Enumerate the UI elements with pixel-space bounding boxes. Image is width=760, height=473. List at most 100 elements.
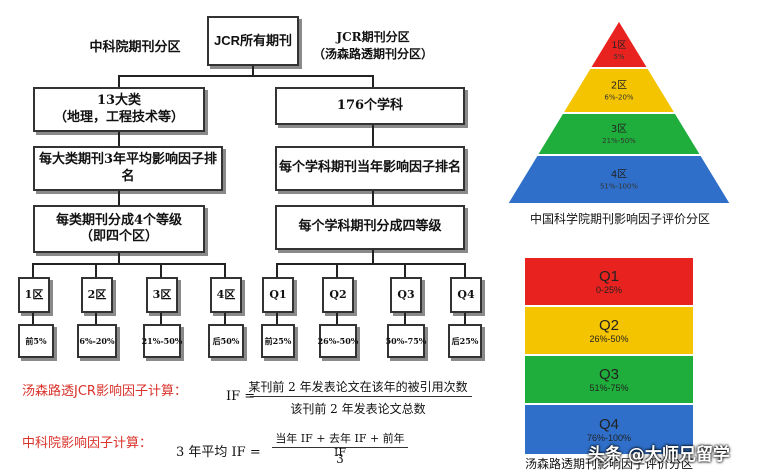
connector (404, 263, 406, 277)
zone-range-box-1: 前5% (18, 324, 54, 358)
quartile-range-box-2: 26%-50% (317, 324, 359, 358)
quartile-name: Q1 (269, 288, 287, 302)
right-level2-label: 每个学科期刊当年影响因子排名 (278, 160, 461, 176)
jcr-quartile-chart: Q1 0-25% Q2 26%-50% Q3 51%-75% Q4 76%-10… (525, 258, 693, 454)
connector (32, 313, 34, 324)
right-level1-label: 176个学科 (336, 97, 404, 113)
fraction-bar (272, 447, 408, 448)
band-range: 76%-100% (586, 433, 632, 443)
right-level1-box: 176个学科 (275, 87, 465, 125)
connector (372, 191, 374, 205)
right-level3-label: 每个学科期刊分成四等级 (298, 219, 442, 235)
pyramid-tier-range: 51%-100% (600, 183, 638, 191)
band-range: 0-25% (595, 285, 622, 295)
jcr-formula-denominator: 该刊前 2 年发表论文总数 (290, 402, 426, 416)
quartile-name: Q3 (397, 288, 415, 302)
connector (224, 313, 226, 324)
connector (160, 313, 162, 324)
quartile-range: 前25% (264, 336, 292, 346)
pyramid-tier-range: 6%-20% (604, 94, 634, 102)
pyramid-tier-name: 4区 (611, 169, 627, 181)
band-name: Q3 (598, 366, 619, 383)
zone-name: 3区 (152, 288, 172, 302)
quartile-range: 26%-50% (317, 336, 359, 346)
connector (118, 75, 120, 87)
fraction-bar (250, 396, 472, 397)
cas-zone-pyramid: 1区 5% 2区 6%-20% 3区 21%-50% 4区 51%-100% (505, 18, 733, 205)
connector (336, 313, 338, 324)
cas-formula-denominator: 3 (336, 452, 344, 466)
left-level3-line1: 每类期刊分成4个等级 (55, 212, 183, 228)
pyramid-tier-name: 2区 (611, 80, 627, 92)
left-level2-label: 每大类期刊3年平均影响因子排名 (38, 152, 218, 184)
zone-range: 后50% (212, 336, 240, 346)
quartile-band-q4: Q4 76%-100% (525, 405, 693, 454)
quartile-box-2: Q2 (322, 277, 354, 313)
pyramid-tier-range: 21%-50% (602, 137, 636, 145)
quartile-range-box-4: 后25% (448, 324, 482, 358)
pyramid-tier-name: 3区 (611, 123, 627, 135)
zone-range-box-3: 21%-50% (141, 324, 183, 358)
zone-range-box-2: 6%-20% (77, 324, 117, 358)
right-branch-title-line1: JCR期刊分区 (336, 30, 410, 44)
pyramid-tier-name: 1区 (612, 40, 627, 51)
quartile-range: 后25% (451, 336, 479, 346)
connector (95, 263, 97, 277)
jcr-formula-lhs: IF = (226, 389, 256, 404)
zone-name: 1区 (24, 288, 44, 302)
zone-box-2: 2区 (81, 277, 113, 313)
quartile-range-box-1: 前25% (261, 324, 295, 358)
connector (118, 191, 120, 205)
connector (404, 313, 406, 324)
right-level3-box: 每个学科期刊分成四等级 (275, 205, 465, 250)
zone-name: 2区 (87, 288, 107, 302)
connector (276, 263, 466, 265)
quartile-box-3: Q3 (390, 277, 422, 313)
band-name: Q4 (598, 416, 619, 433)
cas-formula-numerator: 当年 IF + 去年 IF + 前年 IF (275, 432, 405, 459)
quartile-band-q2: Q2 26%-50% (525, 307, 693, 354)
left-level2-box: 每大类期刊3年平均影响因子排名 (33, 146, 223, 191)
pyramid-tier-4 (505, 154, 733, 205)
quartile-box-1: Q1 (262, 277, 294, 313)
quartile-band-q3: Q3 51%-75% (525, 356, 693, 403)
left-branch-title: 中科院期刊分区 (89, 40, 181, 55)
connector (95, 313, 97, 324)
jcr-formula-numerator: 某刊前 2 年发表论文在该年的被引用次数 (248, 380, 468, 394)
pyramid-tier-range: 5% (613, 53, 624, 61)
zone-range: 21%-50% (141, 336, 183, 346)
zone-box-3: 3区 (146, 277, 178, 313)
root-label: JCR所有期刊 (213, 32, 292, 48)
quartile-box-4: Q4 (450, 277, 482, 313)
zone-range-box-4: 后50% (208, 324, 244, 358)
zone-name: 4区 (216, 288, 236, 302)
connector (118, 253, 120, 264)
root-node: JCR所有期刊 (207, 16, 299, 66)
connector (252, 66, 254, 76)
quartile-range: 50%-75% (385, 336, 427, 346)
zone-range: 前5% (25, 336, 47, 346)
right-branch-title-line2: （汤森路透期刊分区） (312, 47, 433, 61)
pyramid-caption: 中国科学院期刊影响因子评价分区 (529, 212, 710, 226)
connector (336, 263, 338, 277)
connector (118, 75, 374, 77)
connector (276, 313, 278, 324)
jcr-formula-label: 汤森路透JCR影响因子计算： (22, 384, 187, 399)
band-range: 26%-50% (589, 334, 629, 344)
connector (372, 125, 374, 146)
cas-formula-lhs: 3 年平均 IF = (176, 445, 261, 460)
connector (276, 263, 278, 277)
cas-formula-label: 中科院影响因子计算： (22, 436, 153, 451)
left-level1-line1: 13大类 (96, 93, 142, 109)
connector (118, 132, 120, 146)
quartile-name: Q2 (329, 288, 347, 302)
connector (32, 263, 34, 277)
connector (224, 263, 226, 277)
left-level3-line2: （即四个区） (79, 229, 158, 244)
left-level1-box: 13大类 （地理，工程技术等） (33, 87, 205, 132)
left-level3-box: 每类期刊分成4个等级 （即四个区） (33, 205, 205, 253)
connector (464, 313, 466, 324)
zone-box-4: 4区 (210, 277, 242, 313)
zone-range: 6%-20% (79, 336, 115, 346)
connector (32, 263, 226, 265)
